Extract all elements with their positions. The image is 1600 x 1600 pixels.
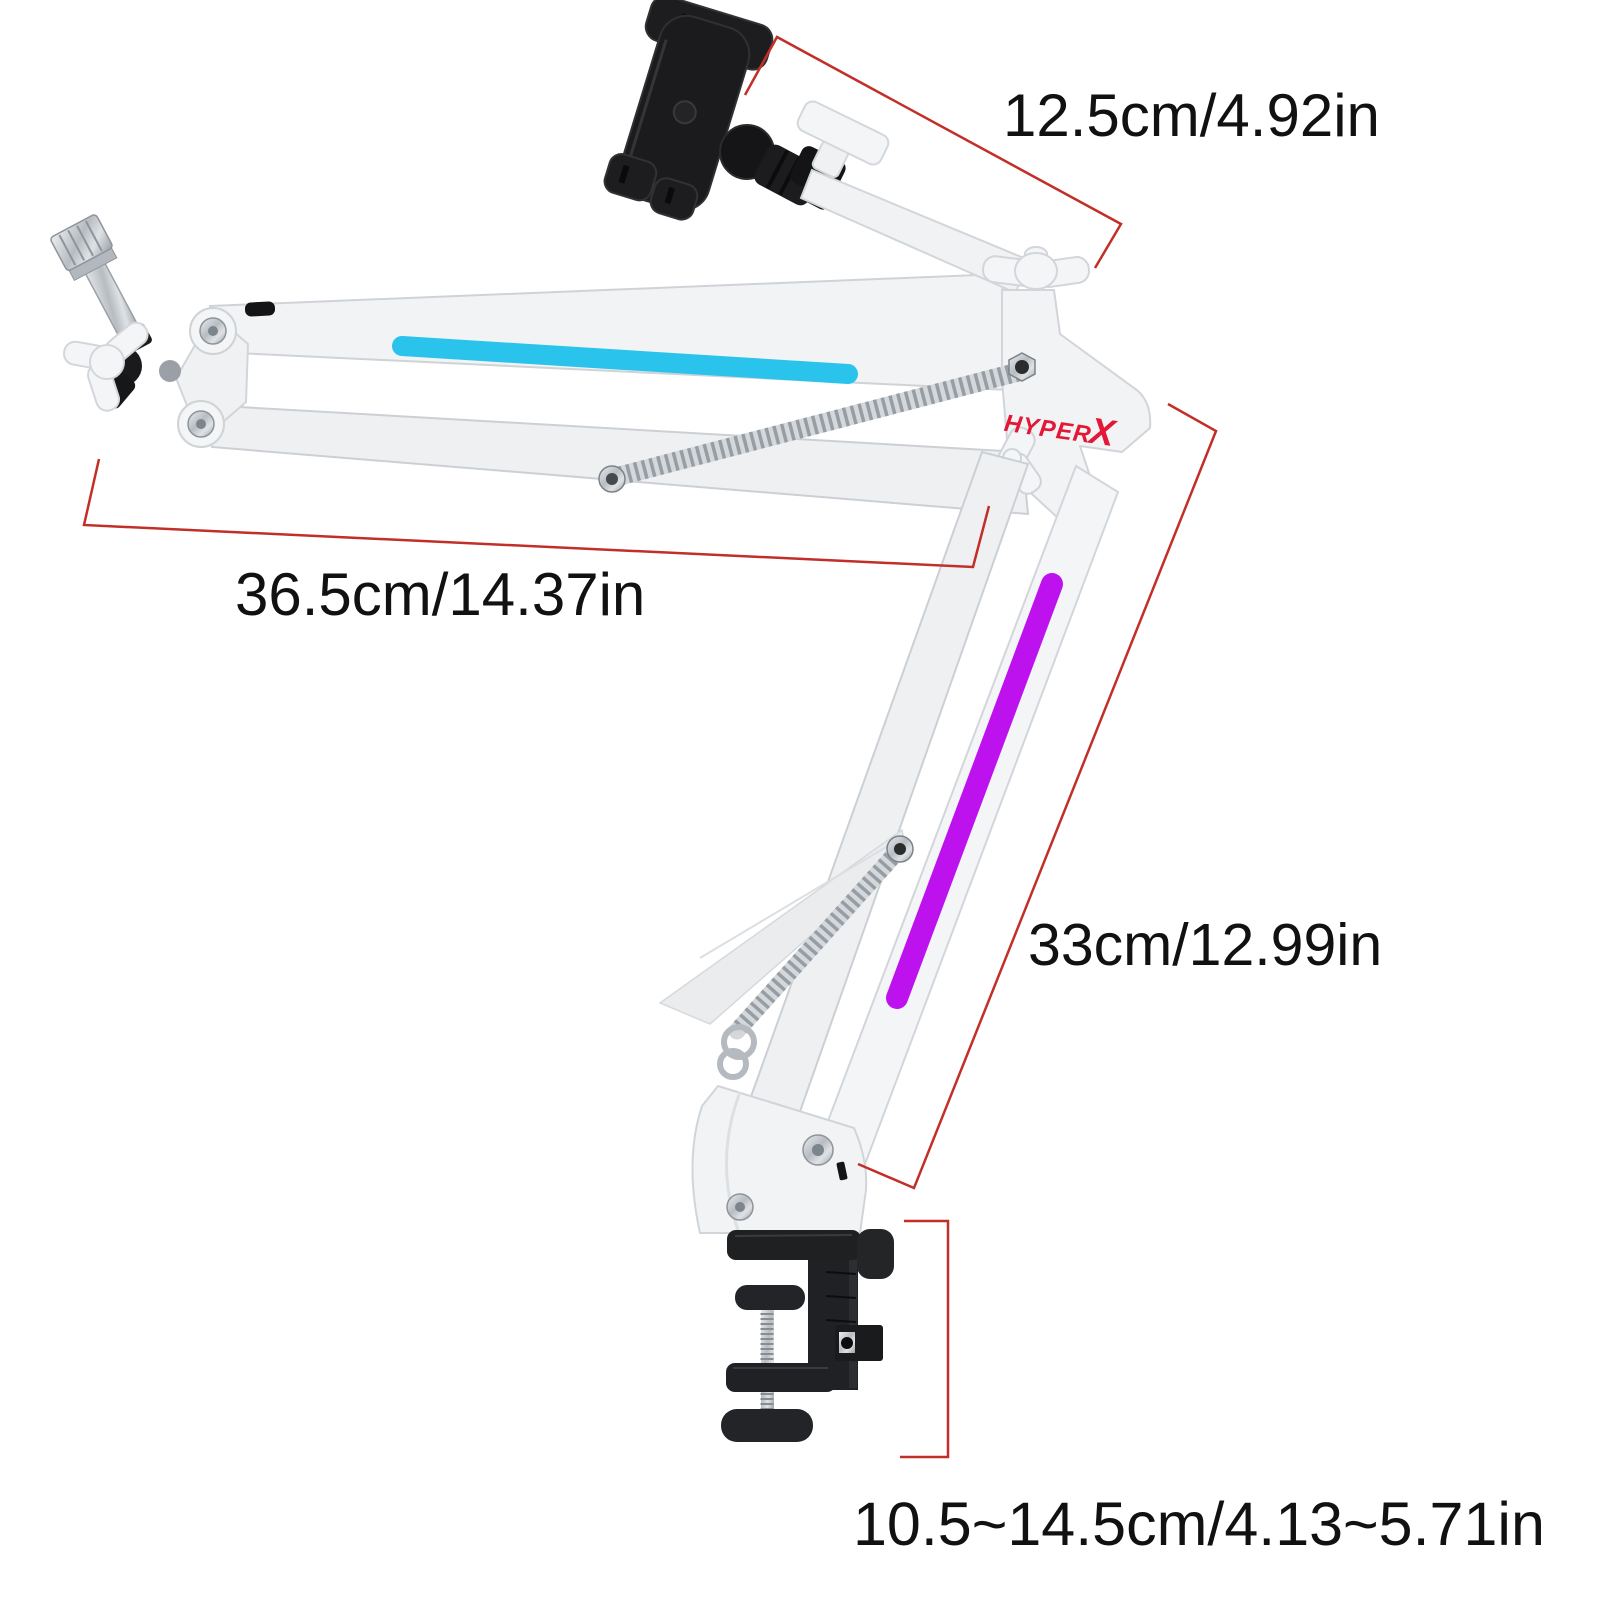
mic-thread-screw-icon xyxy=(50,214,152,357)
dimension-label-lower-arm: 33cm/12.99in xyxy=(1028,912,1383,978)
dimension-line-upper-arm xyxy=(82,458,991,569)
lower-arm xyxy=(658,450,1120,1190)
clamp-bottom-knob-icon xyxy=(721,1409,813,1442)
spring-guard-plate xyxy=(658,828,907,1025)
main-joint xyxy=(981,246,1152,519)
clamp-bottom-arm xyxy=(726,1363,836,1392)
clamp-top-bar xyxy=(727,1230,861,1260)
bracket-screw-bottom xyxy=(726,1193,754,1221)
clamp-side-knob-icon xyxy=(857,1229,894,1279)
upper-led-strip xyxy=(392,336,858,384)
dimension-line-lower-arm xyxy=(857,402,1218,1190)
arm-cap xyxy=(244,301,276,317)
dimension-label-holder-arm: 12.5cm/4.92in xyxy=(1003,82,1380,149)
phone-holder xyxy=(603,0,1028,295)
bracket-screw-top xyxy=(802,1134,834,1166)
base-pivot-bracket xyxy=(691,1085,868,1234)
mic-mount-assembly xyxy=(50,214,250,448)
spring-anchor-bolt xyxy=(1008,352,1036,382)
desk-clamp xyxy=(721,1229,894,1442)
lower-led-strip xyxy=(886,573,1063,1009)
dimension-label-upper-arm: 36.5cm/14.37in xyxy=(235,561,646,628)
paddle-thumbscrew-icon xyxy=(796,100,890,178)
upper-spring xyxy=(598,352,1036,493)
pivot-disc-top xyxy=(189,307,237,355)
dimension-line-holder-arm xyxy=(743,35,1123,269)
dimension-line-clamp-height xyxy=(900,1219,950,1459)
lower-spring xyxy=(717,843,906,1080)
clamp-tommy-knob-icon xyxy=(735,1285,805,1310)
upper-arm xyxy=(203,272,1030,516)
dimension-label-clamp-height: 10.5~14.5cm/4.13~5.71in xyxy=(853,1490,1545,1558)
pivot-disc-bottom xyxy=(177,400,225,448)
wing-knob-icon xyxy=(63,321,149,412)
clamp-accessory-socket xyxy=(835,1325,883,1361)
lower-spring-bolt xyxy=(886,835,914,863)
wing-nut-icon xyxy=(981,246,1091,290)
